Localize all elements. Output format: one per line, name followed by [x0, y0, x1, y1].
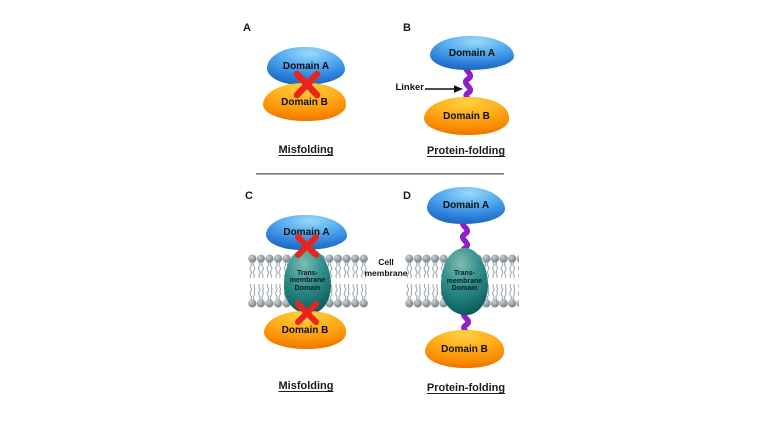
panel-b-domain-a-label: Domain A	[448, 47, 496, 59]
panel-b-domain-b: Domain B	[424, 97, 509, 135]
cell-membrane-label-line2: membrane	[364, 268, 408, 278]
panel-d-domain-b: Domain B	[425, 330, 504, 368]
panel-d-domain-a: Domain A	[427, 187, 505, 224]
cell-membrane-label: Cell membrane	[358, 257, 414, 279]
panel-c-tm-line3: Domain	[294, 284, 321, 292]
panel-b-domain-a: Domain A	[430, 36, 514, 70]
panel-d-transmembrane-domain: Trans- membrane Domain	[441, 248, 488, 315]
section-divider	[256, 173, 504, 175]
panel-d-tm-line3: Domain	[451, 285, 478, 293]
panel-a-domain-a-label: Domain A	[282, 60, 330, 72]
linker-label: Linker	[395, 82, 424, 93]
panel-c-cross-top-icon	[295, 234, 319, 258]
panel-c-cross-bottom-icon	[295, 301, 319, 325]
panel-c-transmembrane-domain: Trans- membrane Domain	[284, 248, 331, 314]
panel-d-domain-a-label: Domain A	[442, 200, 490, 211]
panel-b-caption: Protein-folding	[426, 145, 506, 157]
panel-c-letter: C	[245, 190, 253, 202]
panel-a-letter: A	[243, 22, 251, 34]
panel-d-letter: D	[403, 190, 411, 202]
panel-c-domain-a-label: Domain A	[283, 227, 330, 238]
panel-b-letter: B	[403, 22, 411, 34]
panel-a-caption: Misfolding	[278, 144, 334, 156]
panel-d-tm-line1: Trans-	[453, 270, 475, 278]
panel-a-domain-b-label: Domain B	[281, 96, 328, 108]
panel-c-tm-line2: membrane	[289, 277, 326, 285]
panel-a-cross-icon	[293, 70, 321, 99]
panel-d-caption: Protein-folding	[426, 382, 506, 394]
panel-a-domain-a: Domain A	[267, 47, 345, 85]
panel-c-caption: Misfolding	[278, 380, 334, 392]
panel-d-tm-line2: membrane	[446, 277, 483, 285]
panel-d-domain-b-label: Domain B	[441, 343, 488, 355]
linker-arrow-icon	[425, 85, 463, 93]
panel-c-domain-b-label: Domain B	[281, 324, 329, 336]
cell-membrane-label-line1: Cell	[378, 257, 394, 267]
panel-b-domain-b-label: Domain B	[443, 110, 490, 122]
panel-c-tm-line1: Trans-	[296, 269, 318, 277]
